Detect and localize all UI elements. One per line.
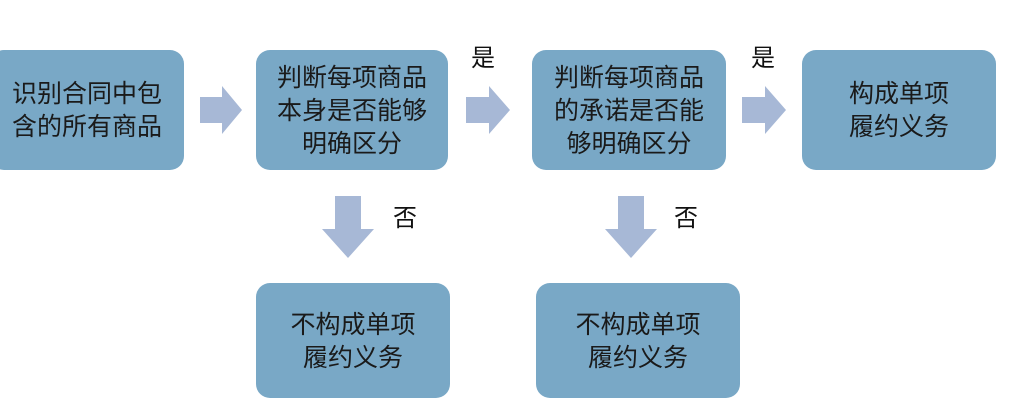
- down-arrow-1: [322, 196, 374, 258]
- distinct-promise-box: 判断每项商品 的承诺是否能 够明确区分: [532, 50, 726, 170]
- yes-label-2: 是: [751, 44, 775, 72]
- yes-label-1: 是: [471, 44, 495, 72]
- identify-goods-box: 识别合同中包 含的所有商品: [0, 50, 184, 170]
- right-arrow-1: [200, 86, 242, 134]
- distinct-itself-box: 判断每项商品 本身是否能够 明确区分: [256, 50, 448, 170]
- right-arrow-3: [742, 86, 786, 134]
- distinct-promise-text: 判断每项商品 的承诺是否能 够明确区分: [553, 62, 704, 158]
- down-arrow-2: [605, 196, 657, 258]
- distinct-itself-text: 判断每项商品 本身是否能够 明确区分: [276, 62, 427, 158]
- identify-goods-text: 识别合同中包 含的所有商品: [11, 79, 162, 141]
- not-single-obligation-box-2: 不构成单项 履约义务: [536, 283, 740, 398]
- right-arrow-2: [466, 86, 510, 134]
- single-obligation-text: 构成单项 履约义务: [848, 79, 949, 141]
- no-label-1: 否: [393, 204, 417, 232]
- no-label-2: 否: [674, 204, 698, 232]
- not-single-obligation-text-1: 不构成单项 履约义务: [290, 309, 416, 372]
- single-obligation-box: 构成单项 履约义务: [802, 50, 996, 170]
- not-single-obligation-box-1: 不构成单项 履约义务: [256, 283, 450, 398]
- not-single-obligation-text-2: 不构成单项 履约义务: [575, 309, 701, 372]
